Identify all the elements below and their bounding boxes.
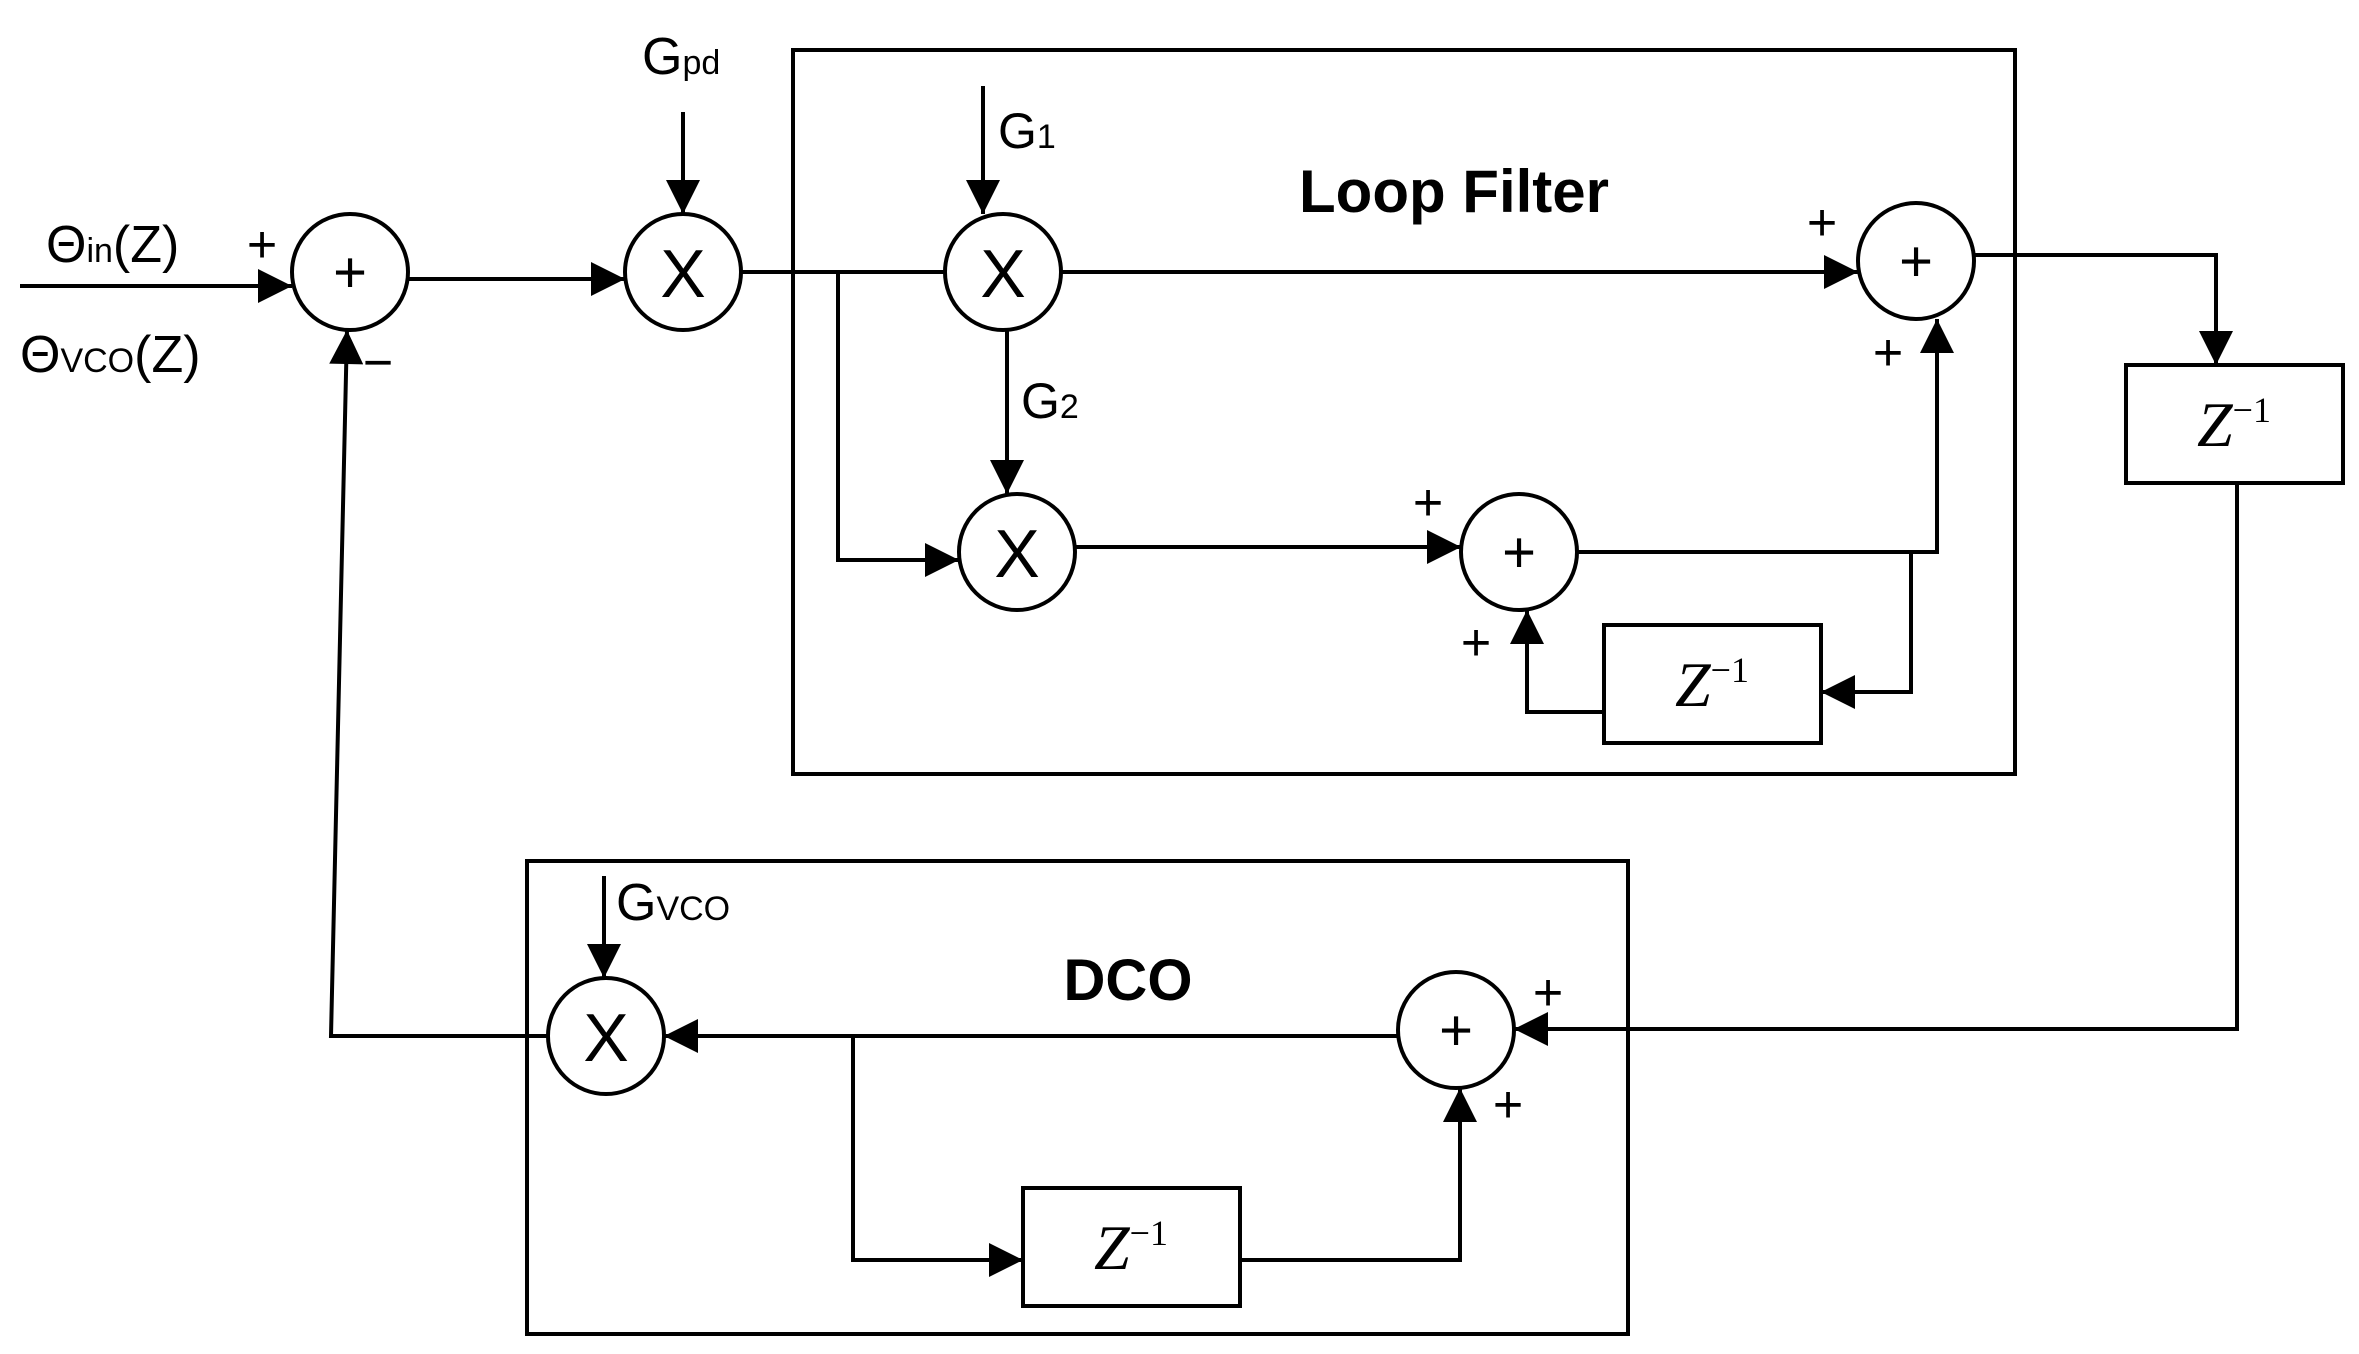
filter-output-summer (1856, 201, 1976, 321)
filter-output-summer-symbol: + (1899, 229, 1933, 294)
theta-vco-label: ΘVCO(Z) (20, 326, 201, 384)
g2-multiplier-symbol: X (994, 516, 1039, 592)
filter-to-output-delay-wire (1974, 253, 2233, 365)
g2-label: G2 (1021, 373, 1079, 429)
input-minus-sign: − (363, 334, 393, 392)
integrator-feedback-wire (1821, 552, 1913, 709)
output-delay-to-dco-wire (1514, 483, 2239, 1046)
dco-delay-box (1021, 1186, 1242, 1308)
g1-label: G1 (998, 103, 1056, 159)
gpd-multiplier-symbol: X (660, 236, 705, 312)
integrator-summer-symbol: + (1502, 520, 1536, 585)
feedback-to-input-summer-wire (328, 329, 548, 1038)
dco-title: DCO (1064, 948, 1193, 1013)
branch-to-g2-wire (836, 272, 959, 577)
output-delay-label: Z−1 (2197, 389, 2271, 460)
g1-multiplier-symbol: X (980, 236, 1025, 312)
gpd-label: Gpd (642, 28, 720, 86)
dco-delay-label: Z−1 (1094, 1212, 1168, 1283)
filter-top-plus-sign: + (1807, 194, 1837, 252)
loop-filter-block (791, 48, 2017, 776)
dco-delay-return-wire (1240, 1088, 1477, 1262)
integrator-to-output-summer-wire (1577, 319, 1954, 554)
output-delay-box (2124, 363, 2345, 485)
dco-right-plus-sign: + (1533, 964, 1563, 1022)
filter-bottom-plus-sign: + (1873, 324, 1903, 382)
dco-bottom-plus-sign: + (1493, 1076, 1523, 1134)
input-plus-sign: + (247, 216, 277, 274)
loop-filter-title: Loop Filter (1299, 158, 1609, 225)
gvco-multiplier-symbol: X (583, 1000, 628, 1076)
gvco-label: GVCO (616, 874, 730, 932)
theta-in-label: Θin(Z) (46, 216, 179, 274)
input-summer-symbol: + (333, 240, 367, 305)
integrator-delay-label: Z−1 (1675, 649, 1749, 720)
g2-multiplier (957, 492, 1077, 612)
dco-summer-symbol: + (1439, 998, 1473, 1063)
dco-branch-to-delay-wire (851, 1036, 1023, 1277)
dco-block (525, 859, 1630, 1336)
integrator-bottom-plus-sign: + (1461, 614, 1491, 672)
integrator-top-plus-sign: + (1413, 474, 1443, 532)
integrator-delay-return-wire (1510, 610, 1604, 714)
